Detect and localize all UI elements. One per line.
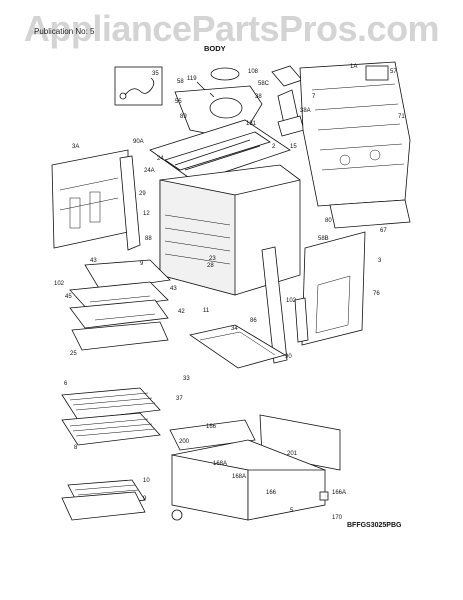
lower-bracket (189, 324, 287, 369)
callout-3a: 3A (72, 144, 79, 150)
callout-119: 119 (187, 76, 197, 82)
callout-58: 58 (177, 79, 184, 85)
callout-90a: 90A (133, 139, 144, 145)
callout-90: 90 (285, 354, 292, 360)
callout-35: 35 (152, 71, 159, 77)
callout-88: 88 (145, 236, 152, 242)
callout-43-top: 43 (90, 258, 97, 264)
callout-71: 71 (398, 114, 405, 120)
callout-58c: 58C (258, 81, 270, 87)
callout-6-top: 6 (64, 381, 68, 387)
callout-89: 89 (180, 114, 187, 120)
callout-67: 67 (380, 228, 387, 234)
callout-166a: 166A (332, 490, 346, 496)
callout-86: 86 (250, 318, 257, 324)
callout-168a-left: 168A (213, 461, 227, 467)
callout-24: 24 (157, 156, 164, 162)
publication-number: Publication No: 5 (34, 27, 95, 36)
callout-131: 131 (246, 121, 257, 127)
callout-166-bottom: 166 (266, 490, 277, 496)
callout-labels: 1A 57 108 119 35 58C 38 38A 7 71 58 55 1… (54, 64, 405, 521)
callout-45: 45 (65, 294, 72, 300)
callout-34: 34 (231, 326, 238, 332)
callout-102-right: 102 (286, 298, 297, 304)
callout-76: 76 (373, 291, 380, 297)
callout-201: 201 (287, 451, 298, 457)
callout-37: 37 (176, 396, 183, 402)
callout-8: 8 (74, 445, 78, 451)
broiler-pan (61, 479, 146, 521)
callout-33: 33 (183, 376, 190, 382)
callout-9: 9 (143, 496, 147, 502)
oven-racks (61, 387, 161, 446)
callout-25: 25 (70, 351, 77, 357)
callout-10: 10 (143, 478, 150, 484)
callout-166-top: 166 (206, 424, 217, 430)
power-cord-inset (114, 66, 163, 106)
callout-55: 55 (175, 99, 182, 105)
callout-12: 12 (143, 211, 150, 217)
callout-23: 23 (209, 256, 216, 262)
callout-168a-mid: 168A (232, 474, 246, 480)
callout-2: 2 (272, 144, 276, 150)
top-vent-parts (271, 65, 305, 137)
broiler-pan-assembly (69, 259, 171, 351)
left-side-panel (51, 149, 141, 251)
callout-3: 3 (378, 258, 382, 264)
callout-80: 80 (325, 218, 332, 224)
callout-9-top: 9 (140, 261, 144, 267)
callout-42: 42 (178, 309, 185, 315)
callout-28: 28 (207, 263, 214, 269)
callout-15: 15 (290, 144, 297, 150)
section-title: BODY (204, 44, 226, 53)
callout-38: 38 (255, 94, 262, 100)
callout-58b: 58B (318, 236, 329, 242)
oven-cavity (159, 164, 301, 296)
callout-11: 11 (203, 308, 210, 314)
watermark: AppliancePartsPros.com (23, 8, 440, 49)
diagram-code: BFFGS3025PBG (347, 522, 402, 529)
drawer-frame (169, 414, 341, 521)
callout-108: 108 (248, 69, 259, 75)
callout-57: 57 (390, 69, 397, 75)
callout-24a: 24A (144, 168, 155, 174)
back-panel (299, 61, 411, 229)
callout-200: 200 (179, 439, 190, 445)
callout-7: 7 (312, 94, 316, 100)
callout-29: 29 (139, 191, 146, 197)
callout-38a: 38A (300, 108, 311, 114)
upper-panel-assembly (149, 119, 291, 183)
callout-170: 170 (332, 515, 343, 521)
callout-43: 43 (170, 286, 177, 292)
callout-1a: 1A (350, 64, 357, 70)
right-side-panel (261, 231, 366, 364)
callout-102-left: 102 (54, 281, 65, 287)
callout-5: 5 (290, 508, 294, 514)
